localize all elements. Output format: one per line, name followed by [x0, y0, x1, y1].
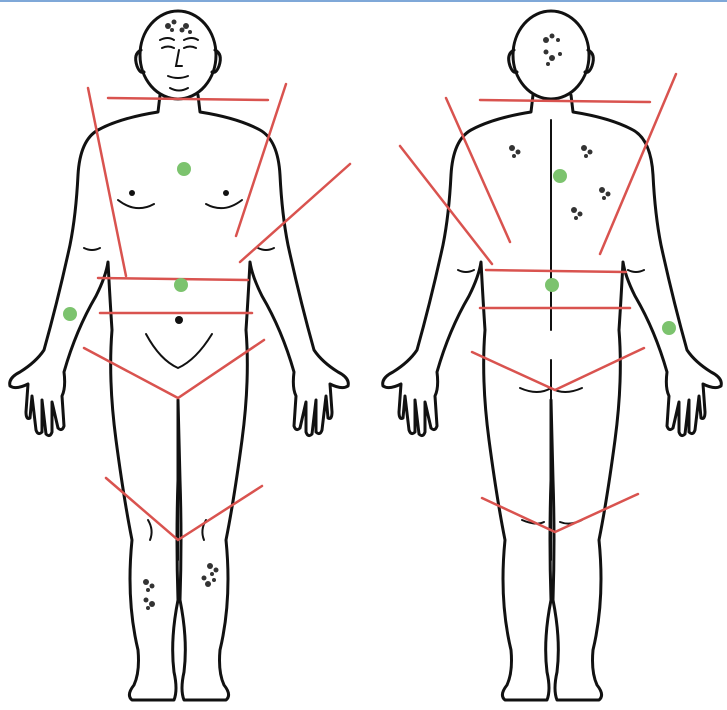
- back-marker-lower-back: [545, 278, 559, 292]
- back-markers: [545, 169, 676, 335]
- front-navel: [175, 316, 183, 324]
- front-marker-arm: [63, 307, 77, 321]
- back-line-buttocks: [472, 348, 644, 390]
- front-knee-left: [148, 520, 152, 540]
- back-body-outline: [383, 11, 722, 700]
- back-head: [513, 11, 589, 99]
- front-nose: [176, 50, 182, 66]
- back-marker-upper-back: [553, 169, 567, 183]
- front-eye-left: [162, 47, 174, 49]
- front-eye-right: [184, 47, 196, 49]
- back-elbow-right: [628, 270, 644, 272]
- front-nipple-right: [223, 190, 229, 196]
- back-line-waist-upper: [486, 270, 626, 272]
- back-line-arm-left: [400, 146, 492, 264]
- back-lesion-upper-right: [581, 145, 593, 158]
- front-groin: [146, 334, 212, 368]
- front-lesion-forehead: [165, 20, 192, 35]
- front-pec-right: [206, 200, 242, 208]
- front-chin: [170, 88, 188, 91]
- front-mouth: [168, 76, 188, 78]
- front-elbow-left: [84, 248, 100, 250]
- front-figure: [10, 11, 350, 700]
- back-marker-arm: [662, 321, 676, 335]
- front-line-waist-upper: [98, 278, 248, 280]
- back-lesions: [509, 34, 611, 221]
- back-line-neck: [480, 100, 650, 102]
- front-line-neck: [108, 98, 268, 100]
- back-figure: [383, 11, 722, 700]
- front-line-arm-right: [240, 164, 350, 262]
- front-pec-left: [118, 200, 154, 208]
- back-lesion-lower-right: [571, 207, 583, 220]
- back-line-thigh: [482, 494, 638, 532]
- back-lesion-upper-left: [509, 145, 521, 158]
- front-lesion-shin: [143, 579, 155, 610]
- front-body-outline: [10, 11, 349, 700]
- front-brow-right: [184, 38, 198, 40]
- front-line-chest-left: [88, 88, 126, 276]
- front-marker-abdomen: [174, 278, 188, 292]
- back-lesion-scalp: [543, 34, 562, 67]
- front-lesion-knee: [202, 563, 219, 587]
- front-marker-chest: [177, 162, 191, 176]
- front-details: [84, 38, 274, 560]
- front-markers: [63, 162, 191, 321]
- front-brow-left: [160, 38, 174, 40]
- back-elbow-left: [458, 270, 474, 272]
- front-nipple-left: [129, 190, 135, 196]
- front-elbow-right: [258, 248, 274, 250]
- back-lesion-mid-right: [599, 187, 611, 200]
- front-boundary-lines: [84, 84, 350, 540]
- back-boundary-lines: [400, 74, 676, 532]
